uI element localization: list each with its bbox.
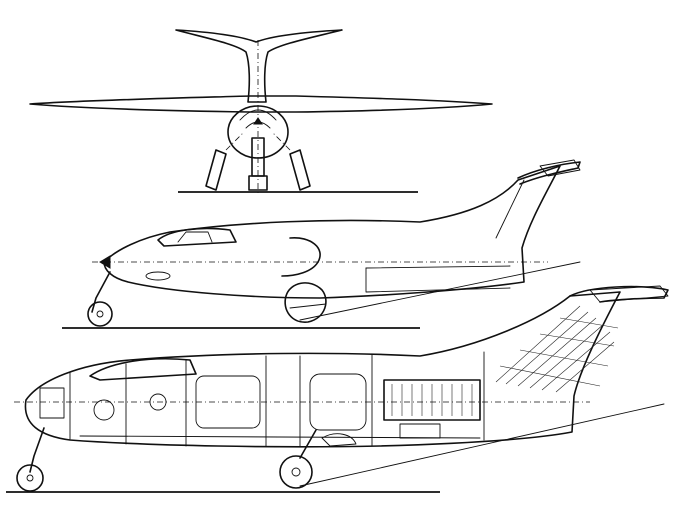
side-nose-gear-leg: [91, 271, 111, 313]
cutaway-bulkheads: [69, 351, 485, 447]
cutaway-main-wheel: [279, 455, 313, 489]
cutaway-seat: [93, 399, 115, 421]
cutaway-gear-bay: [321, 433, 357, 447]
front-left-gear: [205, 149, 227, 191]
front-view: [29, 29, 493, 196]
cutaway-nose-gear-leg: [29, 427, 45, 473]
cutaway-fin-structure: [495, 305, 619, 393]
side-intake: [281, 237, 321, 277]
cutaway-main-gear-leg: [299, 429, 317, 459]
side-view: [62, 159, 581, 329]
front-nose-wheel: [248, 175, 268, 191]
side-main-gear: [284, 282, 327, 323]
side-canopy: [157, 227, 237, 247]
front-tail: [175, 29, 343, 103]
cutaway-nose-wheel: [16, 464, 44, 492]
cutaway-fuselage: [24, 291, 621, 448]
front-wing: [29, 95, 493, 113]
cutaway-canopy: [89, 357, 197, 381]
cutaway-engine: [383, 379, 481, 421]
side-nose-wheel: [87, 301, 113, 327]
cutaway-tailplane: [589, 285, 669, 303]
side-tailplane: [539, 159, 581, 177]
side-fuselage: [103, 165, 561, 299]
cutaway-nose-equipment: [39, 387, 65, 419]
cutaway-view: [6, 285, 669, 493]
front-right-gear: [289, 149, 311, 191]
side-fin-tip: [517, 161, 581, 185]
